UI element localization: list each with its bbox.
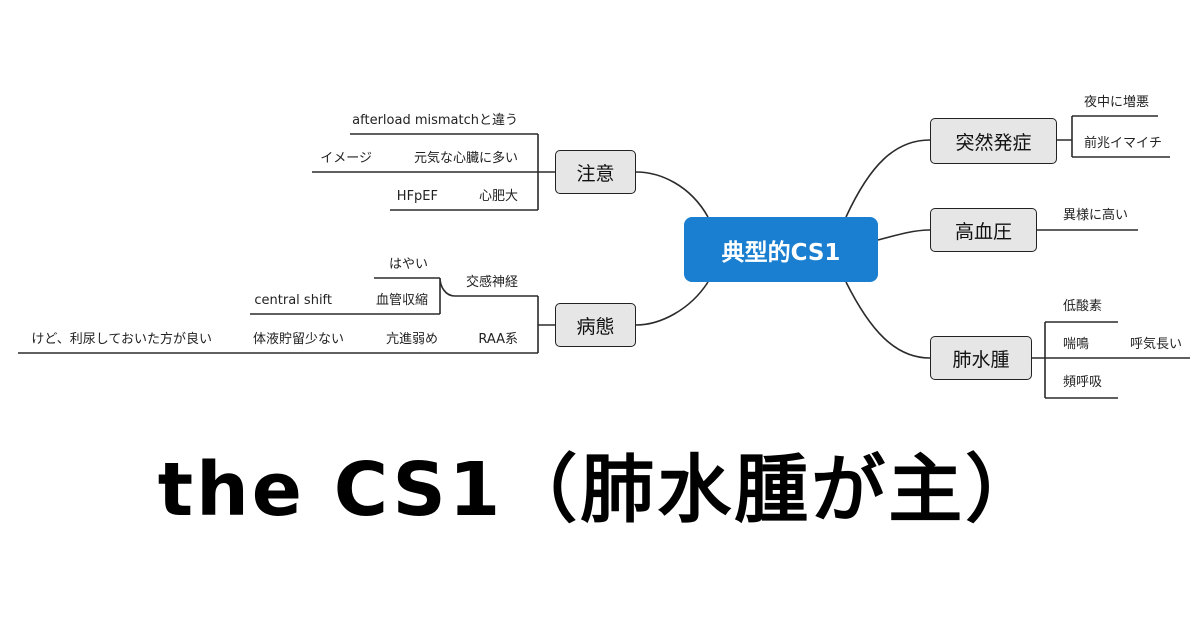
link-center-pathology xyxy=(635,281,709,326)
link-center-sudden-onset xyxy=(845,139,931,218)
leaf-vasoconstriction[interactable]: 血管収縮 xyxy=(375,293,428,308)
leaf-afterload-mismatch[interactable]: afterload mismatchと違う xyxy=(352,113,518,128)
leaf-weak-activation[interactable]: 亢進弱め xyxy=(385,332,438,347)
leaf-wheeze[interactable]: 喘鳴 xyxy=(1063,337,1090,352)
link-caution-items xyxy=(537,134,555,210)
leaf-image[interactable]: イメージ xyxy=(320,151,372,166)
link-pathology-items xyxy=(537,296,555,353)
link-center-caution xyxy=(635,171,709,218)
leaf-night-worsening[interactable]: 夜中に増悪 xyxy=(1084,95,1150,110)
leaf-central-shift[interactable]: central shift xyxy=(254,293,332,308)
topic-sudden-onset[interactable]: 突然発症 xyxy=(930,118,1057,164)
leaf-hfpef[interactable]: HFpEF xyxy=(396,189,438,204)
headline-title: the CS1（肺水腫が主） xyxy=(157,447,1043,533)
leaf-tachypnea[interactable]: 頻呼吸 xyxy=(1063,375,1103,390)
leaf-fast[interactable]: はやい xyxy=(388,257,428,272)
central-topic[interactable]: 典型的CS1 xyxy=(684,217,878,282)
link-edema-items xyxy=(1032,322,1046,398)
leaf-raa[interactable]: RAA系 xyxy=(478,332,518,347)
topic-pathology[interactable]: 病態 xyxy=(555,303,636,347)
leaf-diuresis[interactable]: けど、利尿しておいた方が良い xyxy=(31,332,212,347)
link-sudden-items xyxy=(1057,116,1073,157)
leaf-hypoxia[interactable]: 低酸素 xyxy=(1063,299,1103,314)
leaf-low-fluid[interactable]: 体液貯留少ない xyxy=(252,332,344,347)
leaf-sympathetic[interactable]: 交感神経 xyxy=(465,275,518,290)
link-center-high-bp xyxy=(877,229,931,241)
leaf-hypertrophy[interactable]: 心肥大 xyxy=(478,189,518,204)
leaf-weak-prodrome[interactable]: 前兆イマイチ xyxy=(1084,136,1163,151)
topic-pulmonary-edema[interactable]: 肺水腫 xyxy=(930,336,1032,380)
leaf-healthy-heart[interactable]: 元気な心臓に多い xyxy=(413,151,518,166)
topic-caution[interactable]: 注意 xyxy=(555,150,636,194)
leaf-long-expiration[interactable]: 呼気長い xyxy=(1130,337,1183,352)
topic-high-bp[interactable]: 高血圧 xyxy=(930,208,1037,252)
leaf-abnormally-high[interactable]: 異様に高い xyxy=(1063,208,1129,223)
link-sympathetic-items xyxy=(439,277,456,314)
link-center-pulmonary-edema xyxy=(845,281,931,359)
